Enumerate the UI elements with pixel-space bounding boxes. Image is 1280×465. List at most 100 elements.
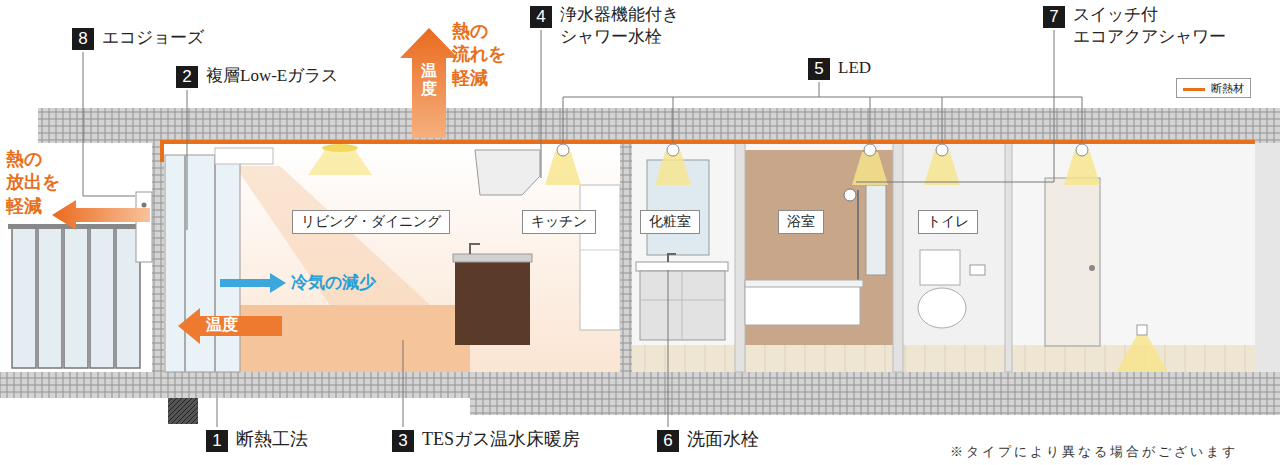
illustration-part [541, 30, 542, 178]
illustration-part [936, 144, 948, 156]
illustration-part [857, 190, 859, 292]
illustration-part [563, 97, 1082, 143]
callout-number: 7 [1043, 6, 1065, 28]
illustration-part [475, 150, 540, 195]
illustration-part [1089, 265, 1095, 271]
illustration-part [970, 265, 985, 275]
illustration-part [620, 143, 632, 372]
illustration-part [636, 262, 728, 271]
illustration-part [844, 189, 856, 201]
room-label: 化粧室 [640, 210, 700, 234]
illustration-part [819, 82, 820, 97]
legend-swatch [1183, 88, 1205, 91]
illustration-part [152, 143, 164, 372]
illustration-part [83, 52, 135, 196]
room-label: 浴室 [778, 210, 824, 234]
illustration-part [165, 155, 240, 372]
illustration-part [668, 270, 669, 427]
illustration-part [856, 30, 1054, 182]
illustration-part [557, 144, 569, 156]
illustration-part [580, 250, 620, 251]
callout-number: 6 [657, 430, 679, 452]
illustration-part [655, 152, 691, 185]
illustration-part [187, 90, 188, 230]
callout-number: 3 [392, 430, 414, 452]
room-label: トイレ [918, 210, 978, 234]
illustration-part [1076, 144, 1088, 156]
illustration-part [164, 143, 620, 372]
illustration-part [893, 143, 903, 372]
room-name: 化粧室 [649, 214, 691, 229]
illustration-part [1137, 325, 1147, 335]
heat-note: 熱の 流れを 軽減 [452, 20, 511, 90]
part-name: エコジョーズ [102, 27, 204, 49]
illustration-part [924, 152, 960, 185]
illustration-part [64, 228, 88, 368]
part-name: 断熱工法 [236, 428, 308, 451]
illustration-part [38, 108, 1280, 143]
illustration-part [217, 398, 218, 427]
legend-text: 断熱材 [1211, 82, 1244, 94]
illustration-part [220, 273, 286, 293]
arrow-label: 冷気の減少 [291, 272, 376, 294]
callout-number: 2 [176, 66, 198, 88]
illustration-part [920, 250, 960, 285]
illustration-part [735, 143, 745, 372]
illustration-part [667, 144, 679, 156]
illustration-part [1045, 178, 1100, 346]
illustration-part [12, 228, 36, 368]
room-name: 浴室 [787, 214, 815, 229]
callout-number: 8 [72, 28, 94, 50]
illustration-part [162, 142, 1255, 162]
illustration-part [215, 148, 273, 164]
illustration-part [308, 150, 372, 175]
illustration-part [545, 152, 581, 185]
room-label: リビング・ダイニング [292, 210, 450, 234]
illustration-part [83, 30, 1082, 427]
heat-note: 熱の 放出を 軽減 [6, 148, 65, 218]
illustration-part [745, 150, 893, 350]
illustration-part [1255, 143, 1280, 372]
room-name: キッチン [531, 214, 587, 229]
illustration-part [12, 228, 140, 368]
room-label: キッチン [522, 210, 596, 234]
illustration-part [1116, 335, 1168, 372]
illustration-part [745, 285, 860, 325]
room-name: トイレ [927, 214, 969, 229]
illustration-part [136, 192, 152, 262]
illustration-part [632, 143, 1255, 372]
illustration-part [864, 144, 876, 156]
illustration-part [52, 200, 150, 230]
part-name: 洗面水栓 [687, 428, 759, 451]
room-name: リビング・ダイニング [301, 214, 441, 229]
illustration-part [178, 308, 282, 344]
illustration-part [852, 152, 888, 185]
illustration-part [453, 254, 532, 262]
illustration-part [545, 144, 1100, 185]
illustration-part [1064, 152, 1100, 185]
illustration-part [563, 97, 1082, 98]
illustration-part [745, 280, 863, 287]
illustration-part [580, 185, 620, 330]
part-name: 複層Low-Eガラス [206, 65, 338, 87]
illustration-part [322, 144, 358, 152]
illustration-part [90, 228, 114, 368]
part-name: TESガス温水床暖房 [422, 428, 580, 451]
callout-number: 1 [206, 430, 228, 452]
illustration-part [640, 271, 725, 340]
illustration-part [668, 254, 676, 262]
illustration-part [38, 228, 62, 368]
illustration-part [142, 203, 147, 208]
arrow-label: 温度 [421, 62, 437, 97]
part-name: 浄水器機能付き シャワー水栓 [560, 4, 689, 48]
illustration-part [866, 185, 886, 275]
illustration-part [918, 288, 966, 328]
illustration-part [640, 271, 725, 340]
part-name: LED [838, 57, 871, 79]
callout-number: 4 [530, 6, 552, 28]
illustration-part [168, 398, 198, 424]
illustration-part [903, 143, 1005, 372]
illustration-part [455, 260, 530, 345]
callout-number: 5 [808, 58, 830, 80]
